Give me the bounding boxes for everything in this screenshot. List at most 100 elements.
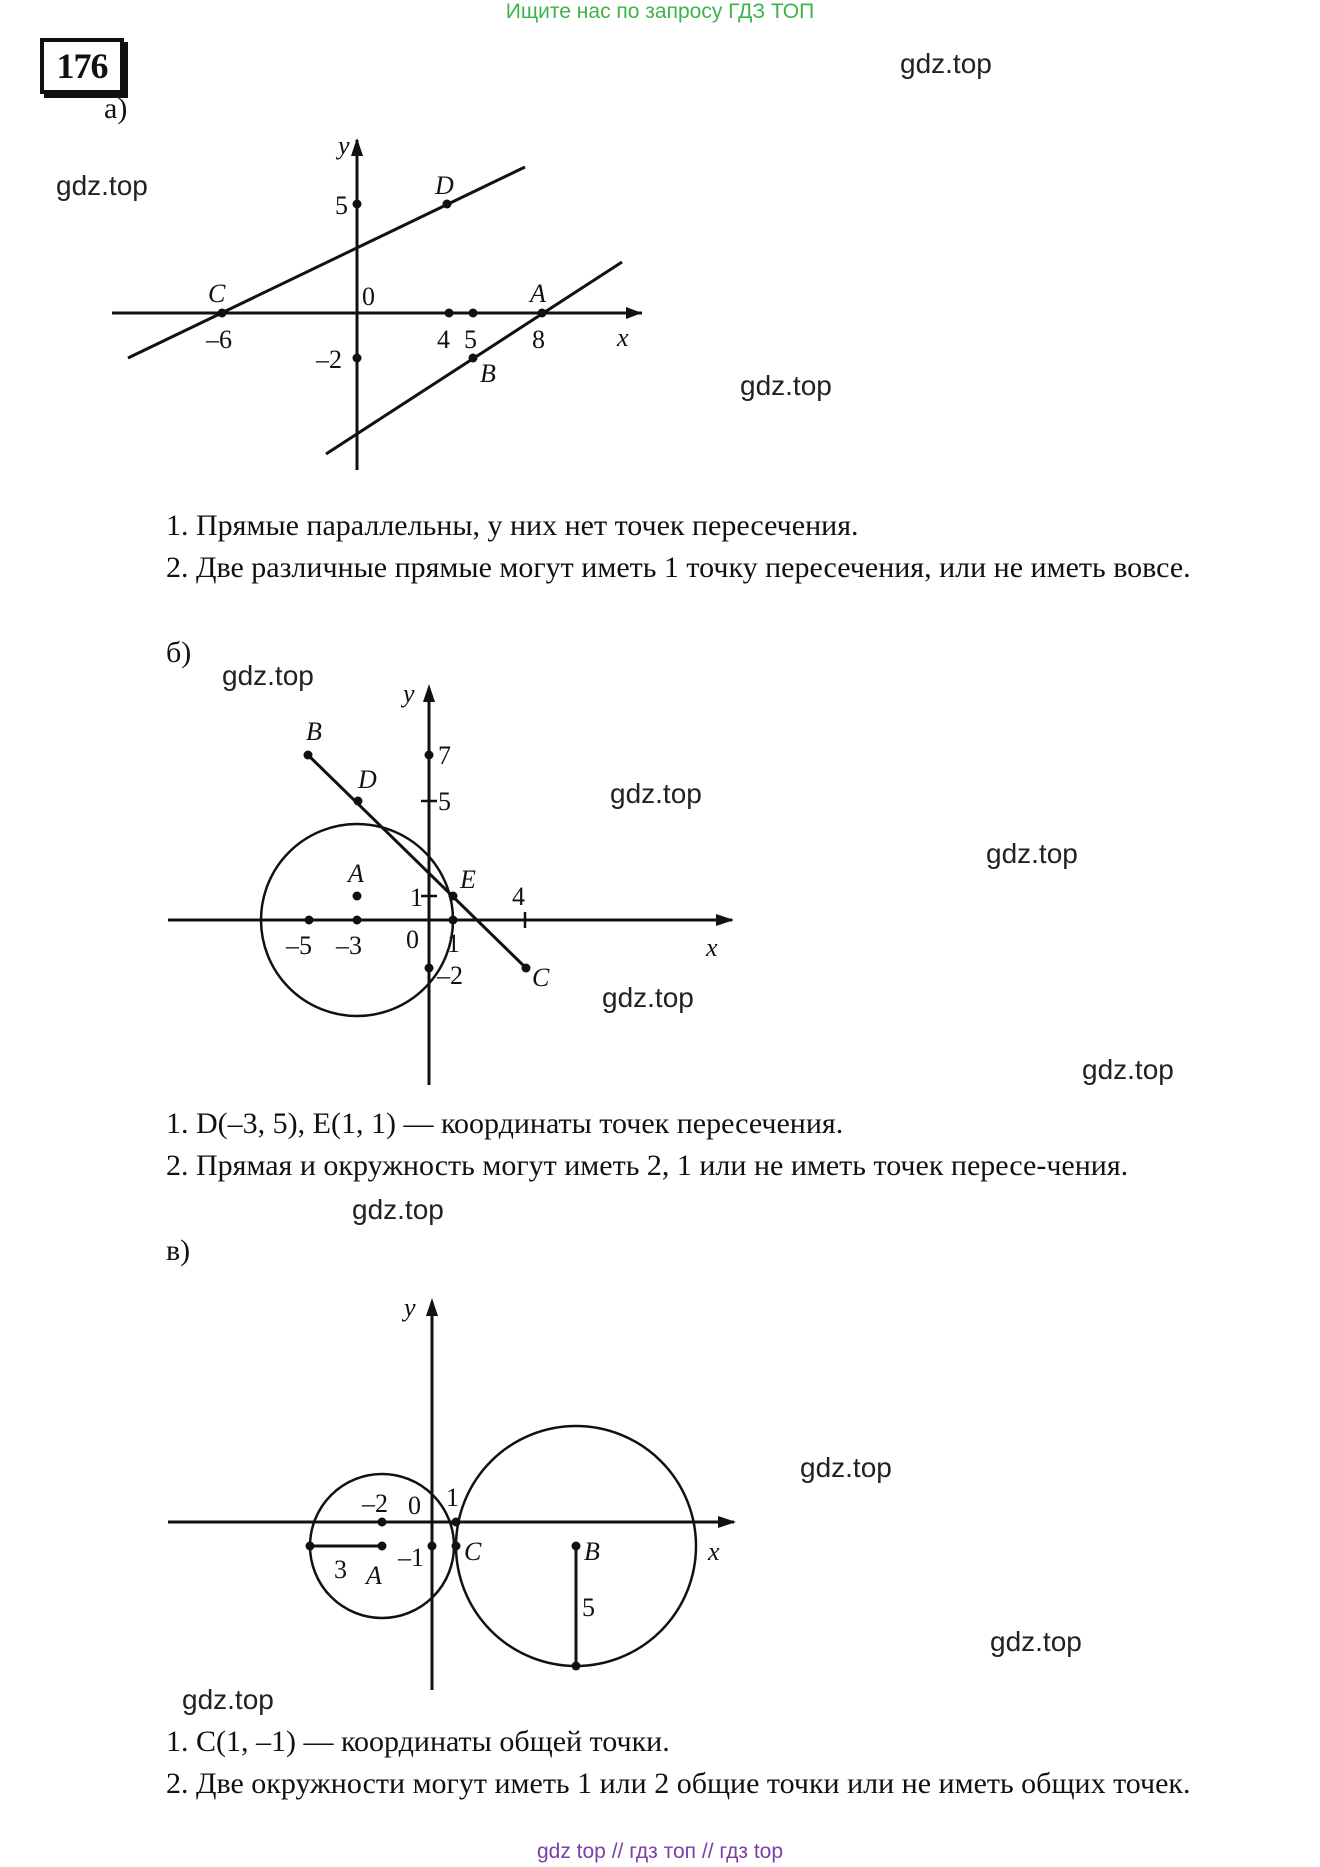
watermark: gdz.top <box>182 1684 274 1715</box>
tick-4 <box>444 308 454 318</box>
top-banner[interactable]: Ищите нас по запросу ГДЗ ТОП <box>505 0 815 23</box>
watermark: gdz.top <box>222 660 314 691</box>
point-b <box>468 353 478 363</box>
tick-label: 5 <box>582 1593 595 1622</box>
part-b-label: б) <box>166 636 192 669</box>
tick-y-1 <box>427 1541 437 1551</box>
watermark: gdz.top <box>602 982 694 1013</box>
part-c-graph: y x 0 –2 1 –1 3 5 A C B <box>168 1293 736 1690</box>
tick-label: –6 <box>205 325 232 354</box>
tick-y-2 <box>424 963 434 973</box>
origin-label: 0 <box>408 1491 421 1520</box>
part-a-answer-2: 2. Две различные прямые могут иметь 1 то… <box>166 551 1191 584</box>
y-arrow-icon <box>423 684 435 702</box>
tick-label: –5 <box>285 931 312 960</box>
x-arrow-icon <box>718 1516 736 1528</box>
tick-y5 <box>352 199 362 209</box>
part-c-answer-1: 1. C(1, –1) — координаты общей точки. <box>166 1725 670 1758</box>
radius-end-b <box>571 1661 581 1671</box>
watermark: gdz.top <box>900 48 992 79</box>
point-label: B <box>480 359 496 388</box>
point-label: C <box>464 1537 482 1566</box>
tick-label: –2 <box>361 1489 388 1518</box>
point-label: E <box>459 865 476 894</box>
origin-label: 0 <box>362 282 375 311</box>
problem-number: 176 <box>40 38 124 94</box>
point-d <box>442 199 452 209</box>
tick-y-2 <box>352 353 362 363</box>
tick-x-2 <box>377 1517 387 1527</box>
tick-label: 3 <box>334 1555 347 1584</box>
y-axis-label: y <box>401 1293 416 1322</box>
point-label: D <box>434 171 454 200</box>
part-a-answer-1: 1. Прямые параллельны, у них нет точек п… <box>166 509 859 542</box>
part-a-label: а) <box>104 92 128 125</box>
watermark: gdz.top <box>610 778 702 809</box>
x-axis-label: x <box>705 933 718 962</box>
point-label: A <box>528 279 546 308</box>
tick-x1 <box>448 915 458 925</box>
point-e <box>448 891 458 901</box>
part-b-answer-1: 1. D(–3, 5), E(1, 1) — координаты точек … <box>166 1107 844 1140</box>
point-label: B <box>306 717 322 746</box>
point-label: C <box>532 963 550 992</box>
point-d <box>353 796 363 806</box>
point-c <box>217 308 227 318</box>
tick-label: 4 <box>512 882 525 911</box>
y-axis-label: y <box>335 131 350 160</box>
point-label: B <box>584 1537 600 1566</box>
tick-5 <box>468 308 478 318</box>
point-b <box>571 1541 581 1551</box>
watermark: gdz.top <box>986 838 1078 869</box>
point-c <box>521 963 531 973</box>
watermark: gdz.top <box>740 370 832 401</box>
x-axis-label: x <box>616 323 629 352</box>
tick-x-3 <box>352 915 362 925</box>
tick-label: 4 <box>437 325 450 354</box>
tick-label: 1 <box>410 883 423 912</box>
watermark: gdz.top <box>352 1194 444 1225</box>
tick-x1 <box>451 1517 461 1527</box>
line-bc <box>306 753 528 970</box>
part-b-graph: y x 0 7 5 1 4 –5 –3 1 –2 B D A E C <box>168 679 734 1085</box>
tick-label: –1 <box>397 1543 424 1572</box>
tick-label: 1 <box>446 1483 459 1512</box>
point-label: D <box>357 765 377 794</box>
x-axis-label: x <box>707 1537 720 1566</box>
point-label: A <box>346 859 364 888</box>
y-arrow-icon <box>351 138 363 156</box>
x-arrow-icon <box>716 914 734 926</box>
y-axis-label: y <box>400 679 415 708</box>
tick-label: 7 <box>438 741 451 770</box>
tick-label: 5 <box>464 325 477 354</box>
watermark: gdz.top <box>1082 1054 1174 1085</box>
part-c-answer-2: 2. Две окружности могут иметь 1 или 2 об… <box>166 1767 1191 1800</box>
tick-label: 8 <box>532 325 545 354</box>
tick-y7 <box>424 750 434 760</box>
tick-label: –2 <box>436 961 463 990</box>
part-c-label: в) <box>166 1234 191 1267</box>
point-a <box>377 1541 387 1551</box>
origin-label: 0 <box>406 925 419 954</box>
point-a <box>537 308 547 318</box>
tick-x-5 <box>304 915 314 925</box>
y-arrow-icon <box>426 1298 438 1316</box>
watermark: gdz.top <box>990 1626 1082 1657</box>
tick-label: 5 <box>335 191 348 220</box>
line-cd <box>127 165 526 360</box>
point-label: A <box>364 1561 382 1590</box>
bottom-banner[interactable]: gdz top // гдз топ // гдз top <box>536 1840 784 1863</box>
point-c <box>451 1541 461 1551</box>
part-b-answer-2: 2. Прямая и окружность могут иметь 2, 1 … <box>166 1149 1129 1182</box>
watermark: gdz.top <box>56 170 148 201</box>
watermark: gdz.top <box>800 1452 892 1483</box>
point-a <box>352 891 362 901</box>
tick-label: 5 <box>438 787 451 816</box>
point-b <box>303 750 313 760</box>
tick-label: 1 <box>447 929 460 958</box>
point-label: C <box>208 279 226 308</box>
tick-label: –3 <box>335 931 362 960</box>
x-arrow-icon <box>626 307 642 319</box>
radius-end-a <box>305 1541 315 1551</box>
part-a-graph: y x 0 5 –6 4 5 8 –2 D C A B <box>112 131 642 470</box>
